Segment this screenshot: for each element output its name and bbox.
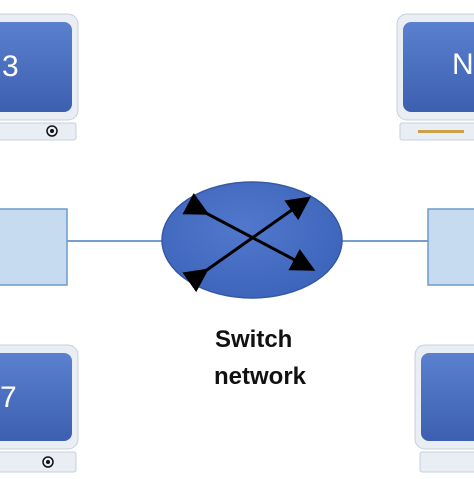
switch-icon [161, 181, 343, 299]
top-left-node-label: 3 [2, 50, 19, 83]
drive-slot-icon [418, 130, 464, 133]
bottom-left-node-label: 7 [0, 381, 17, 414]
right-node-box [427, 208, 474, 286]
bottom-left-computer-monitor-icon [0, 344, 79, 473]
left-node-box [0, 208, 68, 286]
top-right-node-label: N [452, 48, 474, 81]
switch-label-line2: network [214, 363, 307, 390]
switch-label-line1: Switch [215, 326, 293, 353]
top-right-computer-monitor-icon [396, 13, 474, 141]
power-button-icon [46, 125, 58, 137]
top-left-computer-monitor-icon [0, 13, 79, 141]
power-button-icon [42, 456, 54, 468]
bottom-right-computer-monitor-icon [414, 344, 474, 473]
